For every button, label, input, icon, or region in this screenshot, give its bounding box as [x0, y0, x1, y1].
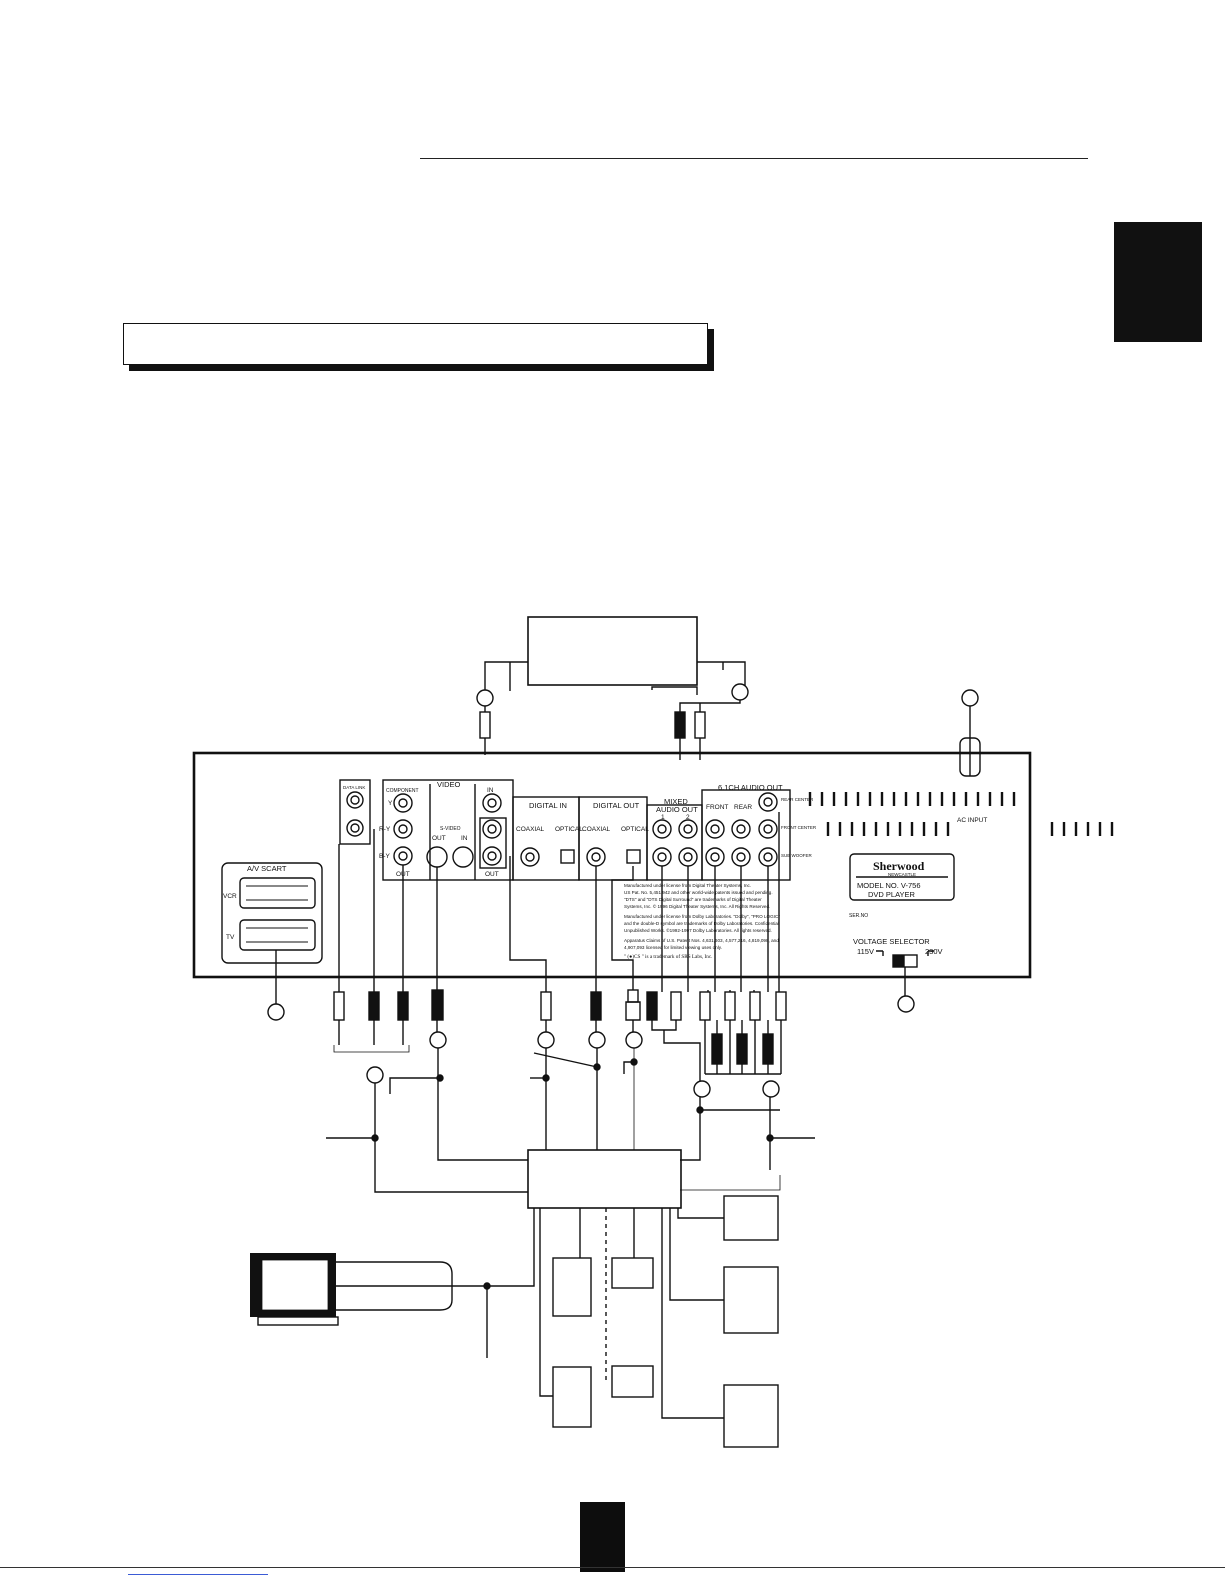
model-label — [849, 853, 955, 901]
av-scart-label: A/V SCART — [247, 864, 287, 873]
data-link-label: DATA LINK — [343, 785, 365, 790]
av-scart-frame — [221, 862, 323, 964]
speaker-front-left — [552, 1257, 592, 1317]
callout-circle-video — [537, 1031, 555, 1049]
license-line-8: Apparatus Claims of U.S. Patent Nos. 4,6… — [624, 938, 779, 943]
scart-tv — [239, 919, 316, 951]
digital-out-label: DIGITAL OUT — [593, 801, 640, 810]
license-line-7: Unpublished Works. ©1992-1997 Dolby Labo… — [624, 927, 772, 933]
video-label: VIDEO — [437, 780, 461, 789]
sub-woofer-label: SUB WOOFER — [781, 853, 813, 858]
coaxial-in-label: COAXIAL — [516, 826, 545, 833]
mixed-audio-label-2: AUDIO OUT — [656, 805, 698, 814]
license-line-3: "DTS" and "DTS Digital Surround" are tra… — [624, 897, 762, 902]
license-line-9: 4,907,093 licensed for limited viewing u… — [624, 945, 722, 950]
callout-circle-top-right — [731, 683, 749, 701]
speaker-rear-left — [552, 1366, 592, 1428]
optical-in-label: OPTICAL — [555, 826, 583, 833]
data-link-block — [339, 779, 371, 845]
license-line-6: and the double-D symbol are trademarks o… — [624, 921, 779, 926]
six-channel-audio-block — [701, 789, 791, 881]
license-line-5: Manufactured under license from Dolby La… — [624, 914, 780, 919]
six-channel-label: 6.1CH AUDIO OUT — [718, 783, 783, 792]
rear-label: REAR — [734, 804, 752, 811]
top-external-device — [527, 616, 698, 686]
vent-slots — [808, 792, 1114, 836]
svideo-label: S-VIDEO — [440, 826, 461, 832]
callout-circle-mixed-audio — [693, 1080, 711, 1098]
svideo-out-label: OUT — [432, 835, 446, 842]
voltage-selector-label: VOLTAGE SELECTOR — [853, 937, 930, 946]
rca-plug-top-right — [694, 711, 706, 739]
top-device-right-lead — [697, 661, 746, 690]
optical-out-label: OPTICAL — [621, 826, 649, 833]
component-label: COMPONENT — [386, 788, 419, 794]
rear-panel — [192, 751, 1032, 979]
voltage-115-label: 115V — [857, 947, 874, 956]
callout-circle-svideo — [429, 1031, 447, 1049]
bottom-rule — [0, 1567, 1225, 1568]
scart-vcr-label: VCR — [223, 893, 237, 900]
coaxial-out-label: COAXIAL — [582, 826, 611, 833]
rca-plug-top-video — [479, 711, 491, 739]
scart-vcr — [239, 877, 316, 909]
license-line-2: US Pat. No. 5,451,942 and other world-wi… — [624, 890, 773, 895]
rca-plug-top-left — [674, 711, 686, 739]
license-line-10: " (●)CS " is a trademark of SRS Labs, In… — [624, 953, 712, 960]
speaker-front-right — [723, 1266, 779, 1334]
video-in-label: IN — [487, 787, 494, 794]
speaker-subwoofer — [723, 1195, 779, 1241]
component-out-label: OUT — [396, 871, 410, 878]
top-device-left-lead — [484, 661, 528, 691]
callout-circle-six-channel — [762, 1080, 780, 1098]
y-label: Y — [388, 800, 393, 807]
callout-circle-scart — [267, 1003, 285, 1021]
license-line-1: Manufactured under license from Digital … — [624, 883, 751, 888]
language-side-tab — [1114, 222, 1202, 342]
b-y-label: B-Y — [379, 853, 391, 860]
video-out-label: OUT — [485, 871, 499, 878]
callout-circle-optical — [625, 1031, 643, 1049]
ser-no-label: SER.NO — [849, 913, 868, 919]
rear-center-label: REAR CENTER — [781, 797, 814, 802]
callout-circle-voltage — [897, 995, 915, 1013]
footer-link-line[interactable] — [128, 1574, 268, 1575]
brand-sub-label: NEWCASTLE — [888, 872, 916, 877]
callout-circle-top-left — [476, 689, 494, 707]
mixed-audio-label-1: MIXED — [664, 797, 688, 806]
mixed-audio-out-block — [646, 804, 703, 881]
ac-input-label: AC INPUT — [957, 817, 987, 824]
scart-tv-label: TV — [226, 934, 235, 941]
callout-circle-coax — [588, 1031, 606, 1049]
channel-2-label: 2 — [686, 814, 690, 821]
channel-1-label: 1 — [661, 814, 665, 821]
speaker-center — [611, 1257, 654, 1289]
brand-label: Sherwood — [873, 859, 925, 873]
speaker-rear-center — [611, 1365, 654, 1398]
front-label: FRONT — [706, 804, 728, 811]
svideo-in-label: IN — [461, 835, 468, 842]
callout-circle-component — [366, 1066, 384, 1084]
model-no-label: MODEL NO. V-756 — [857, 881, 921, 890]
section-heading-box — [123, 323, 708, 365]
digital-in-label: DIGITAL IN — [529, 801, 567, 810]
top-rule — [420, 158, 1088, 159]
av-amplifier — [527, 1149, 682, 1209]
page-number-tab — [580, 1502, 625, 1572]
dvd-player-label: DVD PLAYER — [868, 890, 916, 899]
voltage-230-label: 230V — [925, 947, 943, 956]
license-line-4: Systems, Inc. © 1996 Digital Theater Sys… — [624, 903, 770, 909]
r-y-label: R-Y — [379, 826, 391, 833]
front-center-label: FRONT CENTER — [781, 825, 817, 830]
speaker-rear-right — [723, 1384, 779, 1448]
callout-circle-ac — [961, 689, 979, 707]
